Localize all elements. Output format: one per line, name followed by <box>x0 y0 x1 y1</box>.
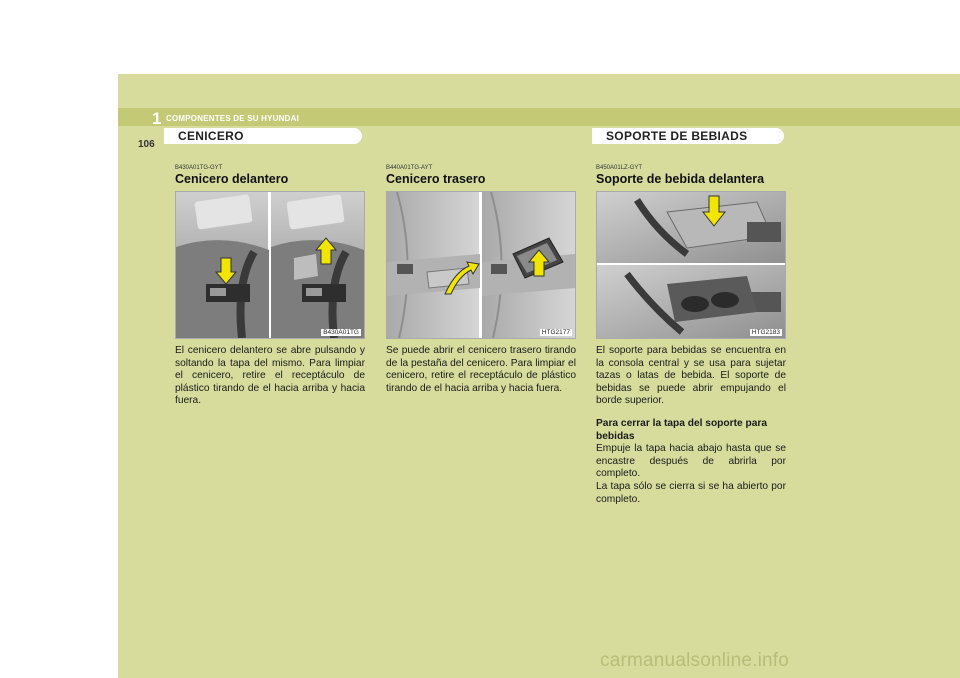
page-background <box>118 74 960 678</box>
section-tab-cenicero: CENICERO <box>164 128 362 144</box>
paragraph: La tapa sólo se cierra si se ha abierto … <box>596 480 786 505</box>
column-cup-holder: B450A01LZ-GYT Soporte de bebida delanter… <box>596 164 786 506</box>
paragraph: El cenicero delantero se abre pulsando y… <box>175 345 365 407</box>
section-heading: Cenicero delantero <box>175 172 289 186</box>
chapter-number: 1 <box>152 109 162 128</box>
section-title-soporte: SOPORTE DE BEBIADS <box>606 129 748 143</box>
section-code: B440A01TG-AYT <box>386 165 433 171</box>
section-heading: Cenicero trasero <box>386 172 486 186</box>
paragraph: Empuje la tapa hacia abajo hasta que se … <box>596 443 786 480</box>
paragraph: Se puede abrir el cenicero trasero tiran… <box>386 345 576 394</box>
front-ashtray-photo-icon <box>176 192 364 338</box>
section-tab-soporte: SOPORTE DE BEBIADS <box>592 128 784 144</box>
header-bar <box>118 108 960 126</box>
rear-ashtray-photo-icon <box>387 192 575 338</box>
chapter-title: COMPONENTES DE SU HYUNDAI <box>166 114 300 123</box>
section-code: B430A01TG-GYT <box>175 165 223 171</box>
column-front-ashtray: B430A01TG-GYT Cenicero delantero <box>175 164 365 408</box>
figure-label: HTG2183 <box>749 329 782 336</box>
section-heading: Soporte de bebida delantera <box>596 172 765 186</box>
watermark: carmanualsonline.info <box>600 650 790 671</box>
paragraph: El soporte para bebidas se encuentra en … <box>596 345 786 407</box>
subheading: Para cerrar la tapa del soporte para beb… <box>596 417 768 442</box>
figure-label: HTG2177 <box>539 329 572 336</box>
cup-holder-photo-icon <box>597 192 785 338</box>
figure-label: B430A01TG <box>321 329 361 336</box>
front-ashtray-figure: B430A01TG <box>175 191 365 339</box>
section-title-cenicero: CENICERO <box>178 129 244 143</box>
rear-ashtray-figure: HTG2177 <box>386 191 576 339</box>
cup-holder-figure: HTG2183 <box>596 191 786 339</box>
section-code: B450A01LZ-GYT <box>596 165 643 171</box>
column-rear-ashtray: B440A01TG-AYT Cenicero trasero HTG2177 <box>386 164 576 395</box>
page-number: 106 <box>138 139 155 150</box>
